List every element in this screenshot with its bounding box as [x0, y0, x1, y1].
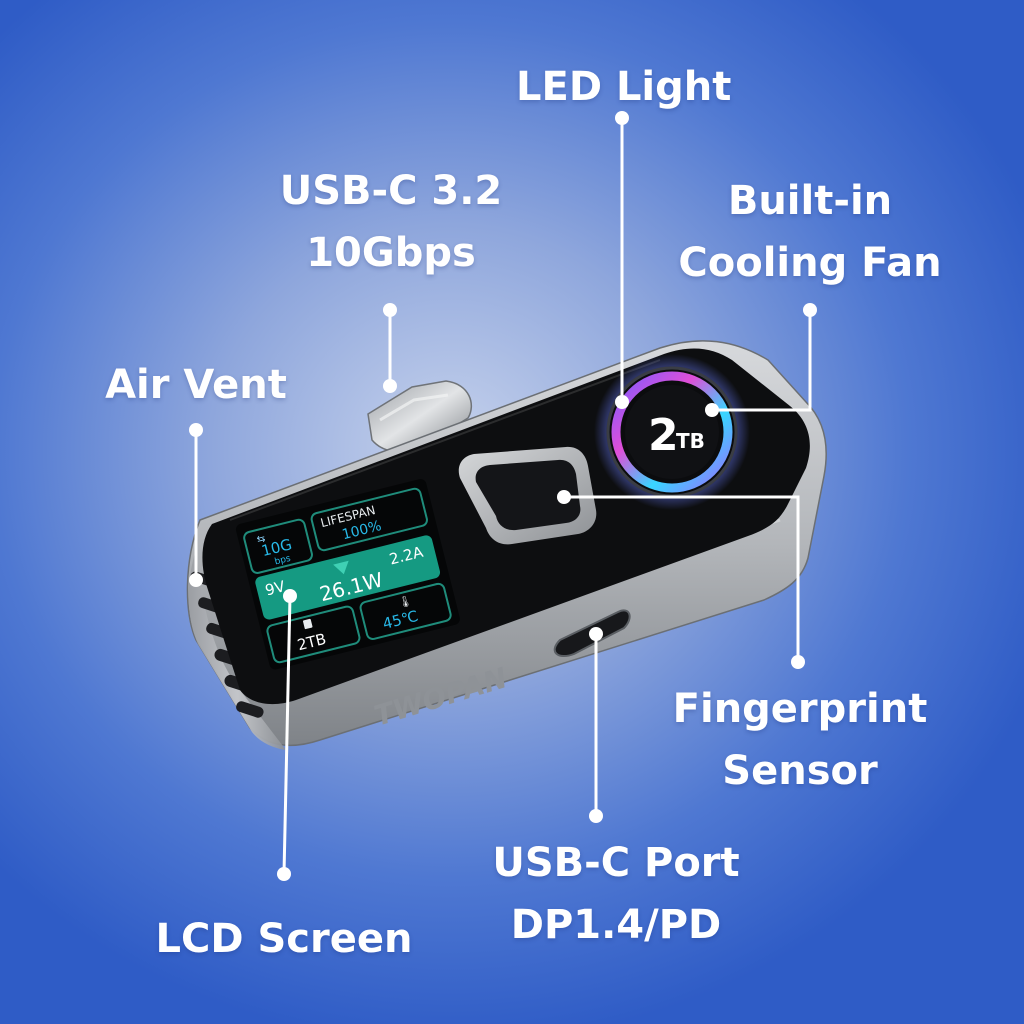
capacity-badge: 2: [648, 410, 679, 461]
led-ring: 2 TB: [594, 354, 750, 510]
lcd-voltage: 9V: [263, 577, 287, 599]
callout-line-usb-c-port: [589, 627, 603, 823]
usb-c-plug: [367, 380, 473, 453]
label-air-vent: Air Vent: [105, 362, 287, 408]
label-cooling-fan: Built-in Cooling Fan: [678, 178, 942, 286]
lcd-speed-unit: bps: [274, 554, 292, 568]
capacity-badge-unit: TB: [676, 429, 705, 453]
callout-lines: [189, 111, 817, 881]
callout-line-fingerprint: [557, 490, 805, 669]
lcd-screen: ⇆ 10G bps LIFESPAN 100% 9V 2.2A 26.1W 2T…: [235, 479, 460, 670]
speed-arrows-icon: ⇆: [256, 533, 267, 546]
power-arrow-icon: [333, 560, 349, 575]
callout-line-cooling-fan: [705, 303, 817, 417]
callout-line-led-light: [615, 111, 629, 409]
label-usb-c-32: USB-C 3.2 10Gbps: [279, 168, 503, 276]
thermometer-icon: 🌡: [397, 594, 414, 610]
callout-line-lcd-screen: [277, 589, 297, 881]
sd-card-icon: [302, 618, 313, 630]
fingerprint-sensor[interactable]: [458, 446, 597, 545]
callout-line-air-vent: [189, 423, 203, 587]
label-usb-c-port: USB-C Port DP1.4/PD: [492, 840, 740, 948]
label-lcd-screen: LCD Screen: [155, 916, 413, 962]
label-fingerprint-sensor: Fingerprint Sensor: [672, 686, 928, 794]
callout-line-usb-c-32: [383, 303, 397, 393]
label-led-light: LED Light: [516, 64, 732, 110]
